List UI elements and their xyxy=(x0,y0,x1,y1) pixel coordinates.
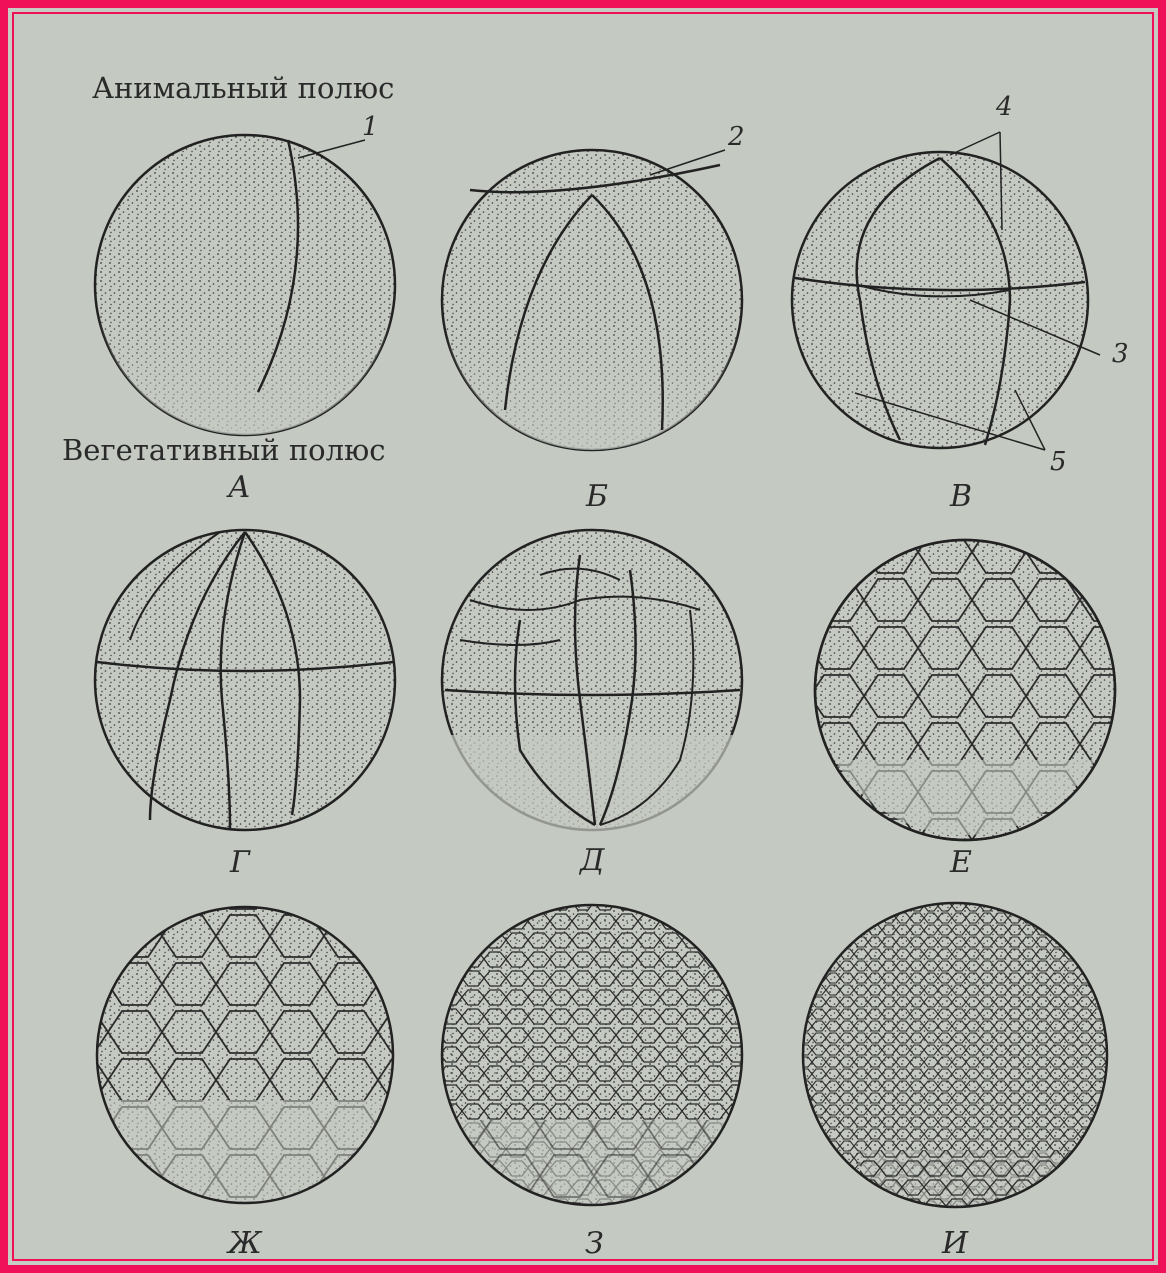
animal-pole-label: Анимальный полюс xyxy=(92,71,394,105)
stage-d-letter: Г xyxy=(229,845,251,880)
stage-e-embryo xyxy=(442,530,742,858)
stage-b-letter: Б xyxy=(585,479,608,514)
stage-c-letter: В xyxy=(949,479,972,514)
callout-3: 3 xyxy=(1112,339,1129,369)
stage-g-letter: Ж xyxy=(226,1226,263,1261)
stage-c-embryo xyxy=(792,152,1088,448)
callout-1: 1 xyxy=(362,112,379,142)
stage-f-letter: Е xyxy=(949,845,972,880)
vegetal-pole-label: Вегетативный полюс xyxy=(62,433,386,467)
stage-d-embryo xyxy=(95,530,395,830)
stage-e-letter: Д xyxy=(578,843,605,878)
stage-i-embryo xyxy=(800,900,1110,1210)
stage-a-embryo xyxy=(95,135,395,435)
stage-g-embryo xyxy=(95,905,395,1210)
stage-a-letter: А xyxy=(226,470,251,505)
callout-4: 4 xyxy=(995,92,1013,122)
callout-5: 5 xyxy=(1050,447,1067,477)
stage-h-embryo xyxy=(440,905,745,1210)
callout-4-line-a xyxy=(950,132,1000,155)
stage-i-letter: И xyxy=(941,1226,969,1261)
stage-b-embryo xyxy=(442,150,742,450)
stage-f-embryo xyxy=(815,540,1115,840)
callout-2: 2 xyxy=(727,122,745,152)
stage-h-letter: З xyxy=(585,1226,604,1261)
